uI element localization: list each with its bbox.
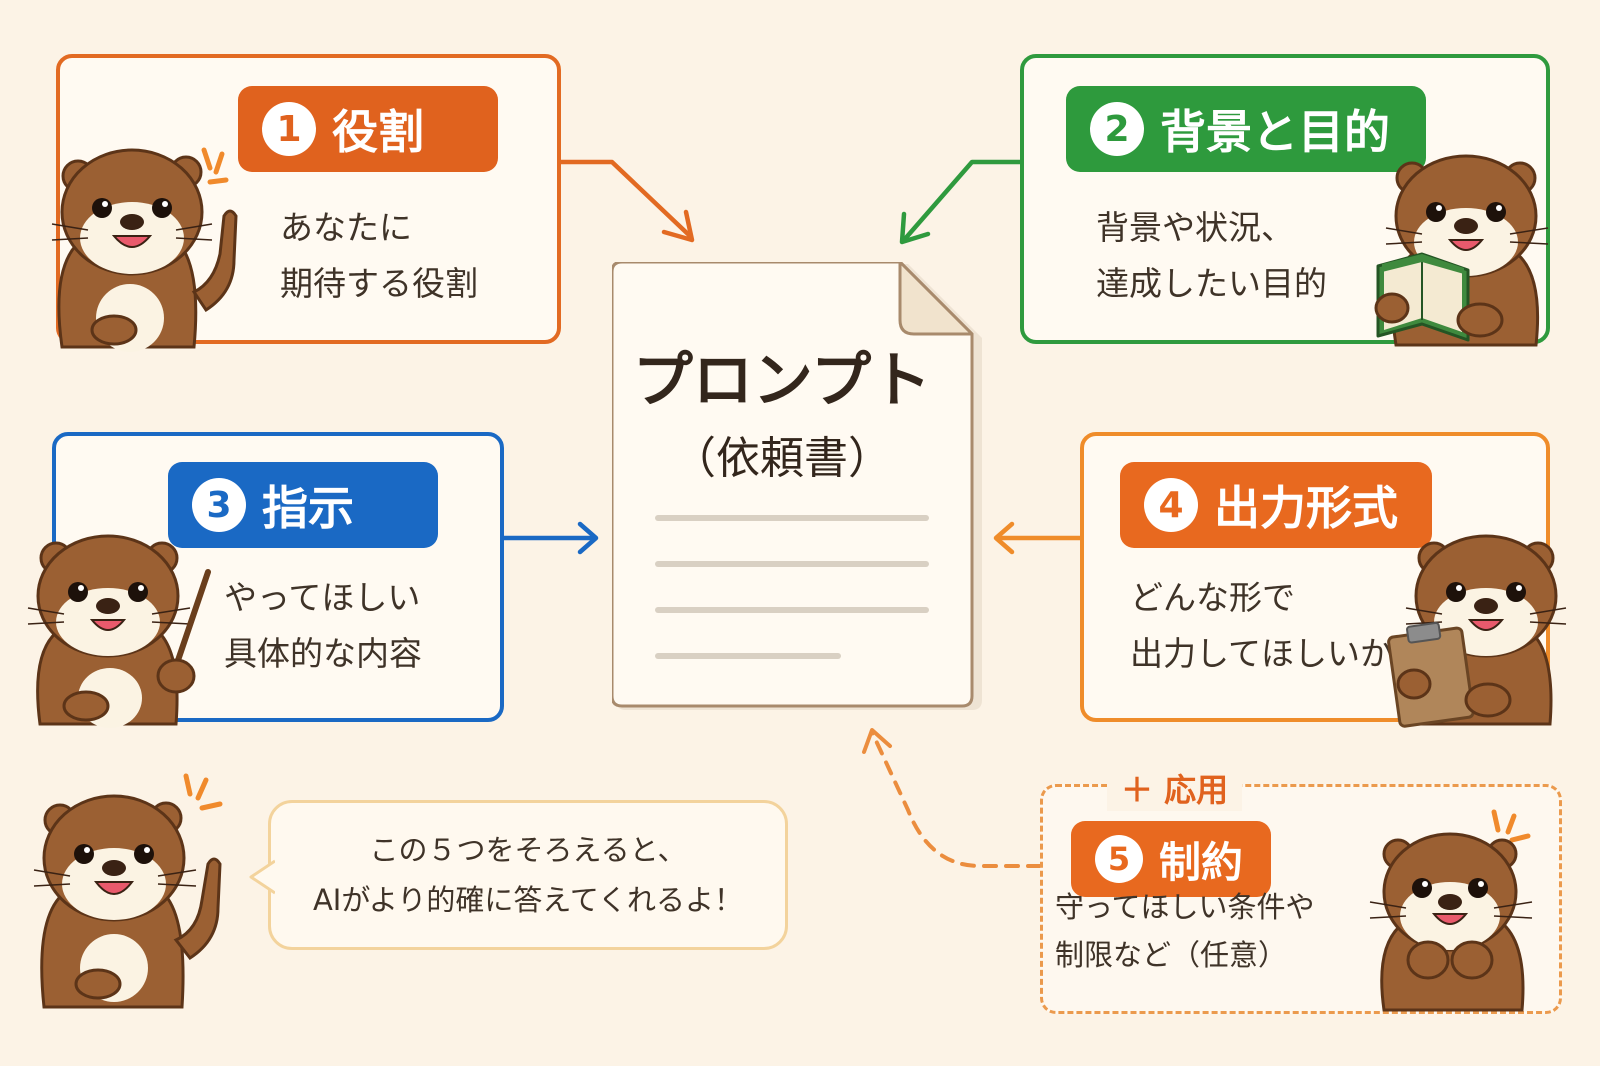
background-description: 背景や状況、 達成したい目的 xyxy=(1096,200,1327,312)
role-title: 役割 xyxy=(332,105,424,159)
background-title: 背景と目的 xyxy=(1160,105,1390,159)
prompt-title: プロンプト xyxy=(632,346,932,416)
constraint-desc-line-1: 守ってほしい条件や xyxy=(1055,890,1315,924)
background-heading: 2 背景と目的 xyxy=(1066,86,1426,172)
role-heading: 1 役割 xyxy=(238,86,498,172)
document-icon xyxy=(612,262,982,710)
arrow-instruction-head xyxy=(577,521,599,555)
role-desc-line-2: 期待する役割 xyxy=(280,264,478,303)
otter-excited-icon xyxy=(1369,809,1533,1012)
arrow-background-to-prompt xyxy=(901,159,1023,243)
speech-bubble: この５つをそろえると、 AIがより的確に答えてくれるよ！ xyxy=(249,800,788,950)
format-desc-line-2: 出力してほしいか xyxy=(1130,634,1394,673)
bubble-line-2: AIがより的確に答えてくれるよ！ xyxy=(312,883,744,917)
instruction-desc-line-2: 具体的な内容 xyxy=(224,634,422,673)
role-desc-line-1: あなたに xyxy=(280,208,412,247)
document-text-lines xyxy=(655,515,929,659)
step-number-4: 4 xyxy=(1144,478,1198,532)
otter-reading-book-icon xyxy=(1374,154,1549,347)
format-title: 出力形式 xyxy=(1214,481,1398,535)
instruction-title: 指示 xyxy=(262,481,354,535)
role-description: あなたに 期待する役割 xyxy=(280,200,478,312)
otter-pointing-icon xyxy=(51,147,238,352)
format-desc-line-1: どんな形で xyxy=(1130,578,1295,617)
format-description: どんな形で 出力してほしいか xyxy=(1130,570,1393,682)
step-number-3: 3 xyxy=(192,478,246,532)
background-desc-line-1: 背景や状況、 xyxy=(1096,208,1294,247)
step-number-5: 5 xyxy=(1095,835,1143,883)
constraint-title: 制約 xyxy=(1159,837,1244,887)
prompt-document: プロンプト （依頼書） xyxy=(612,262,982,716)
instruction-description: やってほしい 具体的な内容 xyxy=(224,570,422,682)
bubble-line-1: この５つをそろえると、 xyxy=(369,833,687,867)
format-heading: 4 出力形式 xyxy=(1120,462,1432,548)
arrow-constraint-head xyxy=(862,728,892,754)
constraint-heading: 5 制約 xyxy=(1071,821,1271,897)
arrow-constraint-to-prompt xyxy=(870,730,1042,868)
background-desc-line-2: 達成したい目的 xyxy=(1096,264,1327,303)
arrow-role-head xyxy=(661,209,695,243)
constraint-description: 守ってほしい条件や 制限など（任意） xyxy=(1055,883,1315,979)
arrow-background-head xyxy=(899,211,931,245)
step-number-1: 1 xyxy=(262,102,316,156)
otter-pointing-speaker-icon xyxy=(33,773,223,1009)
otter-with-pointer-stick-icon xyxy=(27,534,211,728)
advanced-badge: ＋ 応用 xyxy=(1107,765,1243,811)
arrow-format-head xyxy=(993,521,1015,555)
arrow-role-to-prompt xyxy=(558,159,693,239)
otter-with-clipboard-icon xyxy=(1387,534,1567,728)
clipboard-icon xyxy=(1387,621,1475,728)
sparkle-icon xyxy=(183,773,223,811)
sparkle-icon xyxy=(201,147,229,185)
sparkle-icon xyxy=(1491,809,1531,843)
instruction-desc-line-1: やってほしい xyxy=(224,578,421,617)
prompt-subtitle: （依頼書） xyxy=(672,433,892,484)
constraint-desc-line-2: 制限など（任意） xyxy=(1055,938,1288,972)
step-number-2: 2 xyxy=(1090,102,1144,156)
instruction-heading: 3 指示 xyxy=(168,462,438,548)
bubble-tail-icon xyxy=(249,859,275,895)
